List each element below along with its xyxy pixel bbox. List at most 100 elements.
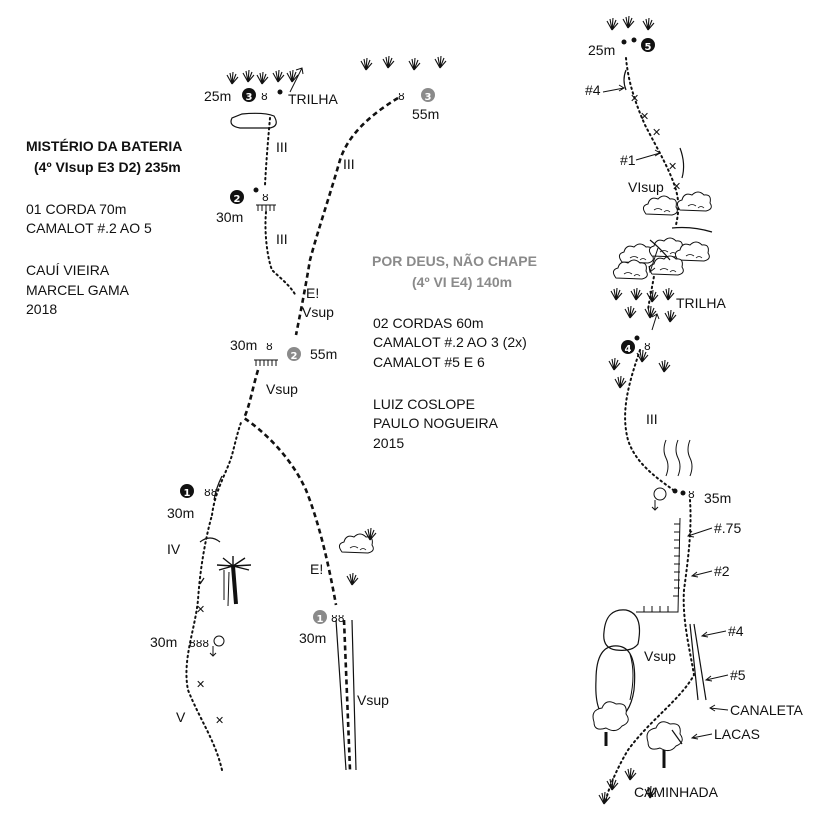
route1-year: 2018: [26, 301, 57, 317]
svg-text:ȣ: ȣ: [688, 488, 695, 501]
svg-text:✕: ✕: [640, 110, 649, 123]
route2-grade: (4º VI E4) 140m: [412, 274, 512, 290]
route1-gear-0: 01 CORDA 70m: [26, 201, 126, 217]
grade-iii-b: III: [276, 231, 288, 247]
center-belay-2-marker: [287, 347, 301, 361]
svg-text:ȣ: ȣ: [398, 90, 405, 103]
svg-text:ȣ: ȣ: [266, 340, 273, 353]
grade-v: V: [176, 709, 186, 725]
right-belay-4-number: 4: [625, 344, 632, 355]
svg-text:ȣ: ȣ: [644, 340, 651, 353]
right-grade-vsup: Vsup: [644, 648, 676, 664]
right-grade-visup: VIsup: [628, 179, 664, 195]
svg-text:ȣȣ: ȣȣ: [331, 612, 345, 625]
left-belay-2-number: 2: [234, 194, 241, 205]
crack-lines: [335, 619, 357, 771]
right-gear-075: #.75: [714, 520, 741, 536]
center-e-mark-lower: E!: [310, 561, 323, 577]
route2-year: 2015: [373, 435, 404, 451]
x-mark: ✕: [196, 678, 205, 691]
center-grade-vsup-upper: Vsup: [302, 304, 334, 320]
left-trail-label: TRILHA: [288, 91, 338, 107]
wavy-lines: [663, 439, 693, 477]
left-belay-2-dist: 30m: [216, 209, 243, 225]
route1-title: MISTÉRIO DA BATERIA: [26, 138, 182, 154]
belay-1-marker: [180, 484, 194, 498]
route1-author-1: MARCEL GAMA: [26, 282, 130, 298]
svg-text:ȣȣȣ: ȣȣȣ: [189, 637, 209, 650]
center-topo: ȣ 3 55m III E! Vsup 30m ȣ 2 55m Vsup E! …: [230, 55, 447, 771]
svg-text:ȣ: ȣ: [261, 90, 268, 103]
right-gear-5: #5: [730, 667, 746, 683]
center-grade-vsup-lower: Vsup: [357, 692, 389, 708]
ledge-mark: [256, 204, 276, 211]
left-route-line-mid: [211, 419, 243, 516]
right-belay-5-marker: [641, 38, 655, 52]
left-upper-line-a: [264, 117, 271, 186]
right-gear-4-lower: #4: [728, 623, 744, 639]
x-mark: ✕: [215, 714, 224, 727]
center-belay-3-marker: [421, 88, 435, 102]
right-gear-2: #2: [714, 563, 730, 579]
left-upper-line-b: [264, 211, 297, 297]
left-belay-2-marker: [230, 190, 244, 204]
svg-text:✕: ✕: [630, 92, 639, 105]
center-belay-3-dist: 55m: [412, 106, 439, 122]
route2-info: POR DEUS, NÃO CHAPE (4º VI E4) 140m 02 C…: [372, 252, 537, 451]
wall-line: [636, 517, 681, 613]
right-gear-4-upper: #4: [585, 82, 601, 98]
center-grade-vsup-mid: Vsup: [266, 381, 298, 397]
route1-gear-1: CAMALOT #.2 AO 5: [26, 220, 152, 236]
grade-iv: IV: [167, 541, 181, 557]
left-topo: ✕ ✕ ✕ 1 ȣȣ 30m 30m ȣȣȣ V IV: [150, 419, 252, 771]
svg-text:ȣȣ: ȣȣ: [204, 486, 218, 499]
right-route-mid: [624, 349, 677, 493]
center-e-mark-upper: E!: [306, 285, 319, 301]
center-route-lower: [242, 369, 338, 606]
right-dist-35: 35m: [704, 490, 731, 506]
center-route-upper: [294, 96, 399, 336]
route2-gear-2: CAMALOT #5 E 6: [373, 354, 485, 370]
right-gear-1: #1: [620, 152, 636, 168]
route2-author-0: LUIZ COSLOPE: [373, 396, 475, 412]
palm-tree-icon: [216, 556, 252, 607]
route2-gear-1: CAMALOT #.2 AO 3 (2x): [373, 334, 527, 350]
center-left-dist: 30m: [230, 337, 257, 353]
left-belay-3-number: 3: [246, 92, 253, 103]
svg-text:✕: ✕: [652, 126, 661, 139]
center-belay-1-number: 1: [317, 614, 324, 625]
svg-text:✕: ✕: [668, 160, 677, 173]
center-belay-2-number: 2: [291, 351, 298, 362]
tree-icon: [646, 721, 683, 768]
left-belay-3-dist: 25m: [204, 88, 231, 104]
svg-text:✕: ✕: [672, 180, 681, 193]
right-belay-5-number: 5: [645, 42, 652, 53]
right-belay-4-marker: [621, 340, 635, 354]
grade-iii-a: III: [276, 139, 288, 155]
route1-grade: (4º VIsup E3 D2) 235m: [34, 159, 181, 175]
center-belay-1-marker: [313, 610, 327, 624]
belay-1-number: 1: [184, 488, 191, 499]
right-route-lower: [605, 499, 696, 801]
rock-formation: [230, 112, 277, 129]
x-mark: ✕: [196, 603, 205, 616]
route2-author-1: PAULO NOGUEIRA: [373, 415, 499, 431]
right-rappel-ring-icon: [653, 487, 667, 501]
arrow-icon: [289, 67, 304, 93]
left-topo-upper: 25m 3 ȣ TRILHA III 2 ȣ 30m III: [204, 67, 338, 297]
right-belay-5-dist: 25m: [588, 42, 615, 58]
boulder-upper: [603, 609, 641, 651]
right-grade-iii: III: [646, 411, 658, 427]
route1-info: MISTÉRIO DA BATERIA (4º VIsup E3 D2) 235…: [26, 138, 182, 317]
right-canaleta-label: CANALETA: [730, 702, 804, 718]
route2-gear-0: 02 CORDAS 60m: [373, 315, 483, 331]
crack-mark: [213, 475, 223, 501]
center-grade-iii: III: [343, 156, 355, 172]
svg-text:ȣ: ȣ: [262, 191, 269, 204]
center-belay-2-dist: 55m: [310, 346, 337, 362]
center-belay-1-dist: 30m: [299, 630, 326, 646]
belay-1-dist: 30m: [167, 505, 194, 521]
left-belay-3-marker: [242, 88, 256, 102]
route1-author-0: CAUÍ VIEIRA: [26, 262, 110, 278]
